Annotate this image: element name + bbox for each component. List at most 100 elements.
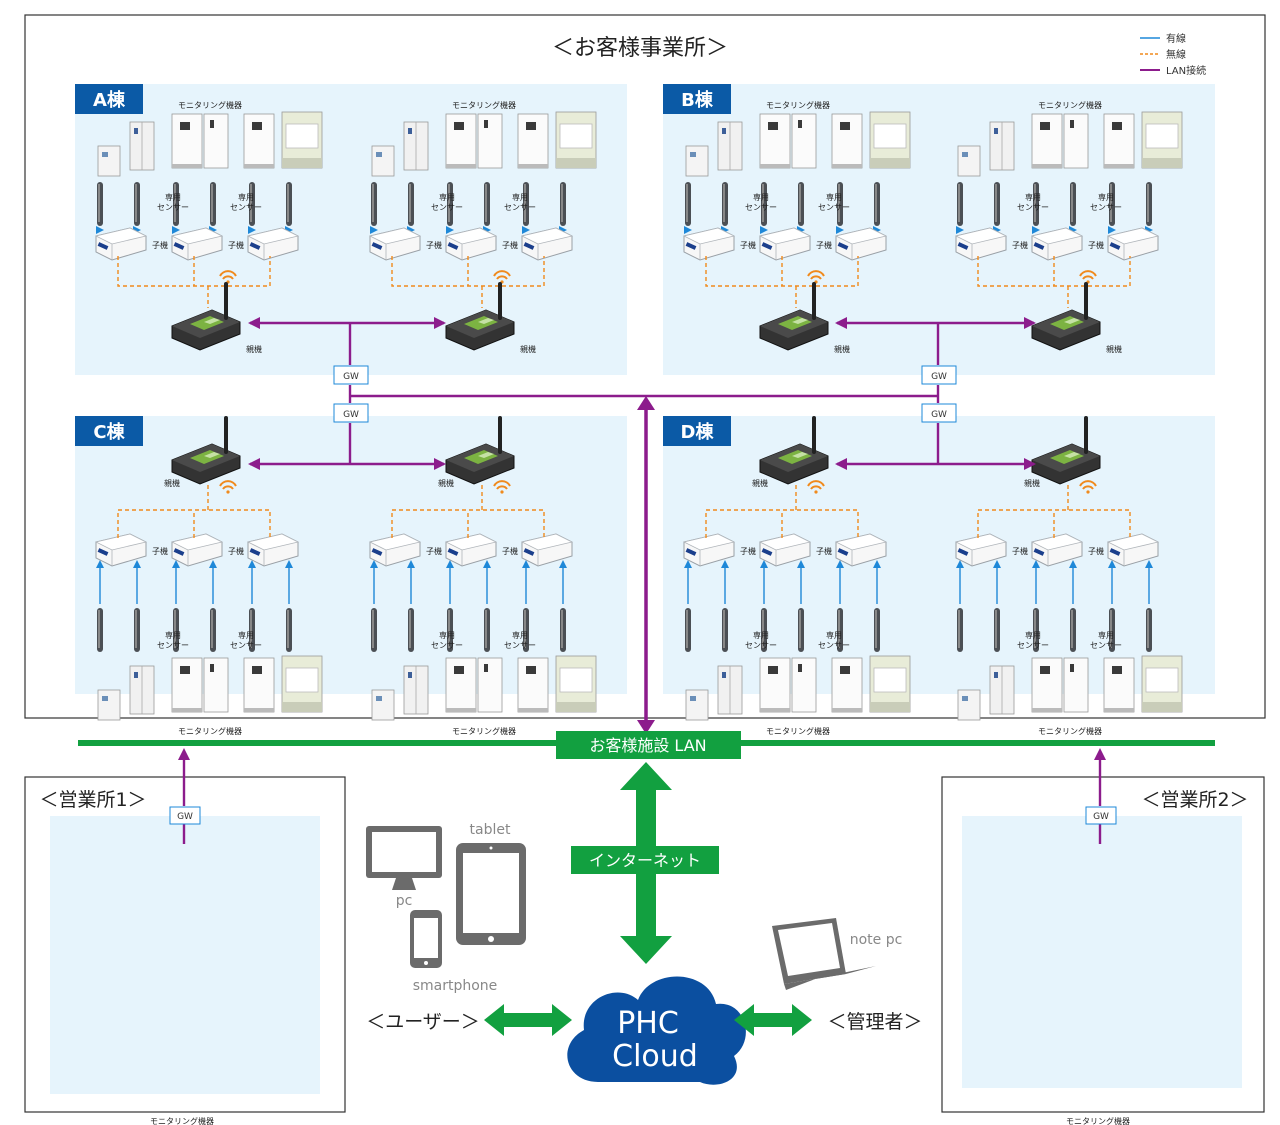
- sensor-probe-icon: [957, 608, 963, 652]
- sensor-label: 専用: [753, 192, 769, 202]
- sensor-probe-icon: [97, 182, 103, 226]
- office-2-panel: [962, 816, 1242, 1088]
- user-cloud-arrow: [484, 1004, 572, 1036]
- safety-cabinet-icon: [555, 111, 597, 169]
- sensor-probe-icon: [798, 608, 804, 652]
- monitor-cluster-b1: モニタリング機器専用センサー専用センサー子機子機親機: [683, 100, 911, 354]
- sensor-probe-icon: [134, 608, 140, 652]
- child-label: 子機: [740, 546, 756, 556]
- lan-backbone: [248, 317, 1036, 470]
- sensor-label: 専用: [512, 630, 528, 640]
- svg-text:GW: GW: [1093, 812, 1109, 822]
- sensor-label: センサー: [1017, 203, 1049, 212]
- freezer-icon: [759, 113, 791, 169]
- monitoring-label: モニタリング機器: [178, 726, 242, 736]
- sensor-probe-icon: [371, 608, 377, 652]
- freezer-icon: [791, 657, 817, 713]
- parent-label: 親機: [1024, 478, 1040, 488]
- pc-label: pc: [396, 893, 413, 909]
- phc-cloud: PHC Cloud: [567, 976, 746, 1085]
- monitor-cluster-b2: モニタリング機器専用センサー専用センサー子機子機親機: [955, 100, 1183, 354]
- sensor-label: センサー: [1090, 203, 1122, 212]
- monitoring-label: モニタリング機器: [766, 726, 830, 736]
- sensor-label: センサー: [157, 203, 189, 212]
- child-label: 子機: [426, 240, 442, 250]
- freezer-icon: [203, 657, 229, 713]
- svg-text:GW: GW: [343, 410, 359, 420]
- safety-cabinet-icon: [869, 111, 911, 169]
- child-label: 子機: [740, 240, 756, 250]
- freezer-icon: [517, 113, 549, 169]
- parent-label: 親機: [164, 478, 180, 488]
- sensor-label: センサー: [230, 203, 262, 212]
- fridge-small-icon: [371, 689, 395, 721]
- office-1-lan-link: GW: [169, 748, 201, 844]
- monitor-cluster-a2: モニタリング機器専用センサー専用センサー子機子機親機: [369, 100, 597, 354]
- monitoring-label: モニタリング機器: [178, 100, 242, 110]
- child-label: 子機: [152, 240, 168, 250]
- sensor-probe-icon: [994, 608, 1000, 652]
- legend-wired: 有線: [1166, 32, 1186, 45]
- parent-label: 親機: [1106, 344, 1122, 354]
- smartphone-icon: [410, 910, 442, 968]
- child-label: 子機: [816, 546, 832, 556]
- monitor-cluster-a1: モニタリング機器専用センサー専用センサー子機子機親機: [95, 100, 323, 354]
- svg-text:インターネット: インターネット: [589, 851, 701, 870]
- sensor-probe-icon: [874, 608, 880, 652]
- sensor-probe-icon: [1146, 608, 1152, 652]
- freezer-icon: [477, 657, 503, 713]
- fridge-small-icon: [371, 145, 395, 177]
- user-role-label: ＜ユーザー＞: [366, 1011, 480, 1033]
- freezer-icon: [831, 113, 863, 169]
- fridge-small-icon: [957, 145, 981, 177]
- freezer-icon: [445, 113, 477, 169]
- sensor-probe-icon: [210, 182, 216, 226]
- tablet-label: tablet: [470, 822, 511, 838]
- safety-cabinet-icon: [869, 655, 911, 713]
- child-label: 子機: [228, 240, 244, 250]
- building-label-d: D棟: [663, 416, 731, 446]
- svg-text:PHC: PHC: [617, 1006, 679, 1041]
- sensor-label: 専用: [826, 630, 842, 640]
- sensor-probe-icon: [210, 608, 216, 652]
- svg-text:GW: GW: [177, 812, 193, 822]
- sensor-probe-icon: [97, 608, 103, 652]
- sensor-label: 専用: [439, 630, 455, 640]
- freezer-icon: [1031, 657, 1063, 713]
- sensor-label: センサー: [504, 641, 536, 650]
- parent-label: 親機: [438, 478, 454, 488]
- legend-wireless: 無線: [1166, 48, 1186, 61]
- office-1-panel: [50, 816, 320, 1094]
- freezer-icon: [1063, 113, 1089, 169]
- customer-site-title: ＜お客様事業所＞: [552, 36, 728, 61]
- sensor-probe-icon: [798, 182, 804, 226]
- freezer-icon: [759, 657, 791, 713]
- note-pc-label: note pc: [850, 932, 903, 948]
- sensor-label: センサー: [818, 641, 850, 650]
- sensor-probe-icon: [560, 182, 566, 226]
- svg-text:B棟: B棟: [681, 89, 714, 111]
- child-label: 子機: [502, 240, 518, 250]
- fridge-small-icon: [97, 145, 121, 177]
- freezer-icon: [1103, 657, 1135, 713]
- gw-box-a: GW: [333, 365, 369, 385]
- building-label-a: A棟: [75, 84, 143, 114]
- sensor-label: センサー: [1090, 641, 1122, 650]
- safety-cabinet-icon: [555, 655, 597, 713]
- freezer-icon: [831, 657, 863, 713]
- fridge-small-icon: [685, 689, 709, 721]
- sensor-label: 専用: [1025, 192, 1041, 202]
- tablet-icon: [456, 843, 526, 945]
- freezer-icon: [517, 657, 549, 713]
- cabinet-icon: [989, 121, 1015, 171]
- sensor-probe-icon: [685, 182, 691, 226]
- svg-text:C棟: C棟: [93, 421, 125, 443]
- child-label: 子機: [816, 240, 832, 250]
- legend-lan: LAN接続: [1166, 64, 1206, 77]
- svg-text:GW: GW: [931, 372, 947, 382]
- monitoring-label: モニタリング機器: [452, 726, 516, 736]
- freezer-icon: [791, 113, 817, 169]
- office-2-lan-link: GW: [1085, 748, 1117, 844]
- admin-role-label: ＜管理者＞: [827, 1011, 922, 1033]
- monitoring-label: モニタリング機器: [1066, 1116, 1130, 1125]
